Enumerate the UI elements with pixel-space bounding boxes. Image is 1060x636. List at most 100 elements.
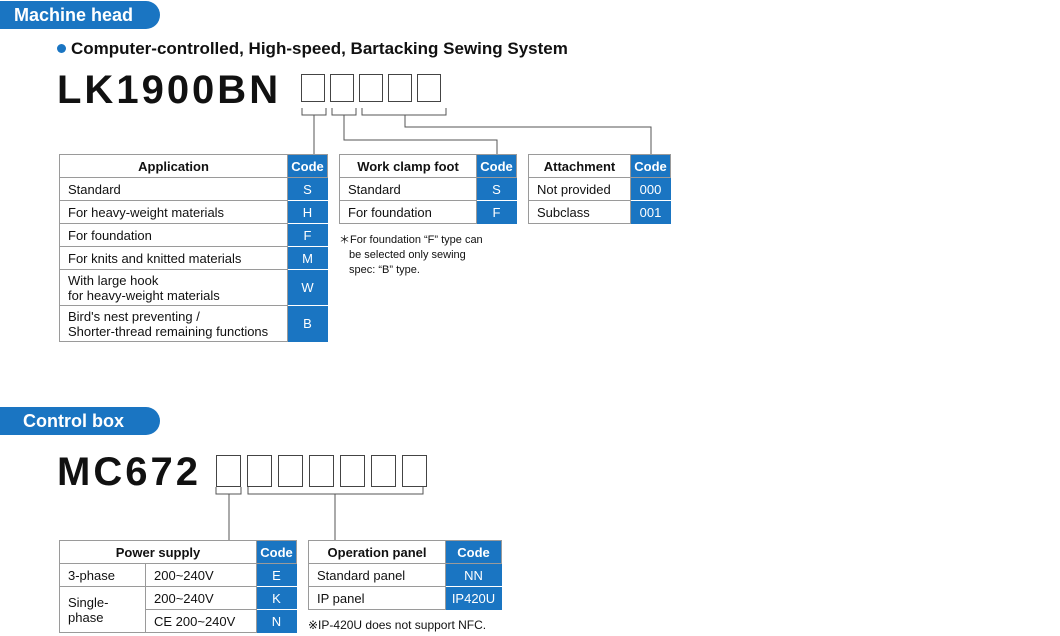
application-code: S xyxy=(287,177,328,201)
application-label: With large hook for heavy-weight materia… xyxy=(59,269,288,306)
voltage-label: 200~240V xyxy=(145,586,257,610)
table-row: Standard S xyxy=(59,177,328,201)
phase-label: Single-phase xyxy=(59,586,146,633)
table-row: CE 200~240V N xyxy=(60,609,297,633)
work-clamp-foot-label: Standard xyxy=(339,177,477,201)
subtitle-text: Computer-controlled, High-speed, Bartack… xyxy=(71,39,568,58)
attachment-label: Subclass xyxy=(528,200,631,224)
power-supply-bracket xyxy=(215,487,242,495)
application-code: B xyxy=(287,305,328,342)
work-clamp-foot-code-header: Code xyxy=(476,154,517,178)
work-clamp-foot-label: For foundation xyxy=(339,200,477,224)
work-clamp-foot-header: Work clamp foot xyxy=(339,154,477,178)
operation-panel-code-header: Code xyxy=(445,540,502,564)
application-header: Application xyxy=(59,154,288,178)
code-box xyxy=(402,455,427,487)
note-line: ＊For foundation “F” type can xyxy=(339,234,483,246)
power-supply-code-header: Code xyxy=(256,540,297,564)
power-supply-header: Power supply xyxy=(59,540,257,564)
note-line: be selected only sewing xyxy=(349,249,466,261)
code-box xyxy=(359,74,383,102)
control-box-code-boxes xyxy=(216,455,427,487)
bullet-icon xyxy=(57,44,66,53)
table-row: Subclass 001 xyxy=(528,200,671,224)
code-box xyxy=(278,455,303,487)
power-supply-code: E xyxy=(256,563,297,587)
table-row: IP panel IP420U xyxy=(308,586,502,610)
table-row: For foundation F xyxy=(339,200,517,224)
power-supply-code: N xyxy=(256,609,297,633)
operation-panel-label: IP panel xyxy=(308,586,446,610)
work-clamp-bracket xyxy=(331,108,357,116)
operation-panel-code: NN xyxy=(445,563,502,587)
application-label: Standard xyxy=(59,177,288,201)
power-supply-table: Power supply Code 3-phase 200~240V E Sin… xyxy=(59,540,297,633)
control-box-model-number: MC672 xyxy=(57,450,201,494)
attachment-bracket xyxy=(361,108,447,116)
code-box xyxy=(216,455,241,487)
attachment-code: 001 xyxy=(630,200,671,224)
table-row: For heavy-weight materials H xyxy=(59,200,328,224)
phase-label: 3-phase xyxy=(59,563,146,587)
code-box xyxy=(388,74,412,102)
application-label: For foundation xyxy=(59,223,288,247)
work-clamp-foot-code: S xyxy=(476,177,517,201)
code-box xyxy=(417,74,441,102)
application-code: M xyxy=(287,246,328,270)
code-box xyxy=(340,455,365,487)
code-box xyxy=(247,455,272,487)
code-box xyxy=(371,455,396,487)
application-table: Application Code Standard S For heavy-we… xyxy=(59,154,328,342)
application-code-header: Code xyxy=(287,154,328,178)
operation-panel-bracket xyxy=(247,487,424,495)
application-code: F xyxy=(287,223,328,247)
label-line: Shorter-thread remaining functions xyxy=(68,323,269,339)
note-line: spec: “B” type. xyxy=(349,264,420,276)
control-box-section-label: Control box xyxy=(0,407,160,435)
code-box xyxy=(301,74,325,102)
work-clamp-foot-note: ＊For foundation “F” type can be selected… xyxy=(339,233,483,278)
application-code: W xyxy=(287,269,328,306)
table-row: For foundation F xyxy=(59,223,328,247)
machine-head-section-label: Machine head xyxy=(0,1,160,29)
voltage-label: 200~240V xyxy=(145,563,257,587)
operation-panel-label: Standard panel xyxy=(308,563,446,587)
machine-head-model-number: LK1900BN xyxy=(57,68,282,112)
work-clamp-foot-table: Work clamp foot Code Standard S For foun… xyxy=(339,154,517,224)
table-row: Not provided 000 xyxy=(528,177,671,201)
code-box xyxy=(330,74,354,102)
operation-panel-code: IP420U xyxy=(445,586,502,610)
voltage-label: CE 200~240V xyxy=(145,609,257,633)
operation-panel-table: Operation panel Code Standard panel NN I… xyxy=(308,540,502,610)
machine-head-code-boxes xyxy=(301,74,441,102)
operation-panel-note: ※IP-420U does not support NFC. xyxy=(308,618,487,632)
application-code: H xyxy=(287,200,328,224)
attachment-connector xyxy=(404,115,652,155)
table-row: Single-phase 200~240V K xyxy=(59,586,297,633)
table-row: With large hook for heavy-weight materia… xyxy=(59,269,328,306)
attachment-code-header: Code xyxy=(630,154,671,178)
table-row: Standard S xyxy=(339,177,517,201)
table-row: 3-phase 200~240V E xyxy=(59,563,297,587)
table-row: Bird's nest preventing / Shorter-thread … xyxy=(59,305,328,342)
work-clamp-foot-code: F xyxy=(476,200,517,224)
table-row: Standard panel NN xyxy=(308,563,502,587)
machine-head-subtitle: Computer-controlled, High-speed, Bartack… xyxy=(57,39,568,59)
operation-panel-header: Operation panel xyxy=(308,540,446,564)
application-bracket xyxy=(301,108,327,116)
code-box xyxy=(309,455,334,487)
table-row: For knits and knitted materials M xyxy=(59,246,328,270)
application-label: For knits and knitted materials xyxy=(59,246,288,270)
application-label: For heavy-weight materials xyxy=(59,200,288,224)
attachment-table: Attachment Code Not provided 000 Subclas… xyxy=(528,154,671,224)
work-clamp-connector xyxy=(343,115,498,155)
power-supply-code: K xyxy=(256,586,297,610)
application-label: Bird's nest preventing / Shorter-thread … xyxy=(59,305,288,342)
label-line: Bird's nest preventing / xyxy=(68,308,200,324)
attachment-label: Not provided xyxy=(528,177,631,201)
label-line: With large hook xyxy=(68,272,159,288)
attachment-code: 000 xyxy=(630,177,671,201)
label-line: for heavy-weight materials xyxy=(68,287,220,303)
attachment-header: Attachment xyxy=(528,154,631,178)
